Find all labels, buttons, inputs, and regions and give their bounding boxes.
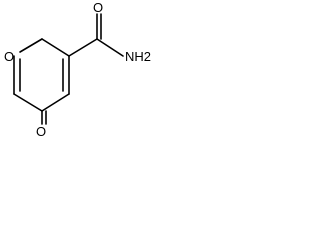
amide-oxygen-label: O xyxy=(93,0,103,15)
bond-c4-c5 xyxy=(41,93,70,112)
ring-oxygen-label: O xyxy=(4,49,14,64)
bond-c3-c4 xyxy=(13,93,43,112)
amide-nitrogen-label: NH2 xyxy=(125,49,151,64)
structure-canvas: O O O NH2 xyxy=(0,0,170,138)
bond-c1-o xyxy=(19,38,43,53)
chemical-structure-diagram: O O O NH2 xyxy=(4,0,151,138)
bond-c6-c1 xyxy=(41,38,70,57)
bond-amide-nitrogen xyxy=(96,38,124,57)
bond-ring-amide xyxy=(68,38,98,57)
ketone-oxygen-label: O xyxy=(36,124,46,138)
